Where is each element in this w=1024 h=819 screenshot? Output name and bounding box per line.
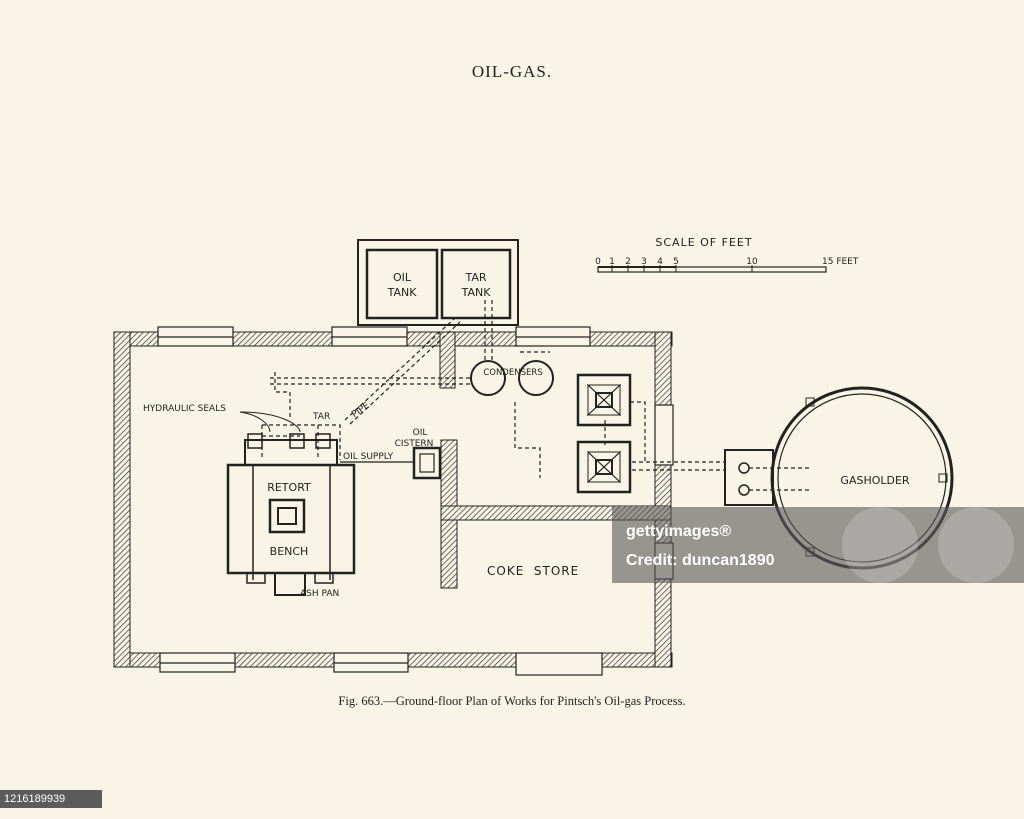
ash-pan-label: ASH PAN [300, 589, 339, 599]
oil-tank-label-2: TANK [387, 286, 418, 299]
oil-supply-label: OIL SUPPLY [343, 452, 394, 462]
watermark-brand: gettyimages® [626, 523, 732, 540]
watermark-credit: Credit: duncan1890 [626, 552, 775, 569]
bench-label: BENCH [270, 545, 309, 558]
retort-bench [226, 433, 356, 596]
gasholder-label: GASHOLDER [840, 474, 910, 487]
scale-tick-15: 15 FEET [822, 257, 859, 267]
scale-title: SCALE OF FEET [655, 236, 752, 249]
oil-cistern [340, 446, 442, 480]
purifiers [576, 373, 632, 494]
watermark-circle-right [938, 507, 1014, 583]
scale-tick-2: 2 [625, 257, 631, 267]
retort-label: RETORT [267, 481, 311, 494]
hydraulic-seals-label: HYDRAULIC SEALS [143, 404, 226, 414]
condensers [470, 360, 554, 396]
scale-tick-4: 4 [657, 257, 663, 267]
tar-tank-label-1: TAR [464, 271, 486, 284]
oil-cistern-label-1: OIL [413, 428, 428, 438]
scale-bar [597, 265, 827, 273]
page-title: OIL-GAS. [471, 62, 553, 81]
scale-tick-3: 3 [641, 257, 647, 267]
hydraulic-seals-leader [239, 411, 301, 433]
watermark-circle-left [842, 507, 918, 583]
wall-windows [157, 326, 674, 676]
coke-store-label: COKE STORE [487, 564, 579, 578]
scale-tick-0: 0 [595, 257, 601, 267]
pipe-label: PIPE [350, 401, 372, 420]
tar-tank-label-2: TANK [461, 286, 492, 299]
condensers-label: CONDENSERS [483, 368, 542, 378]
tar-label: TAR [312, 412, 330, 422]
scale-tick-10: 10 [746, 257, 758, 267]
oil-tank-label-1: OIL [393, 271, 412, 284]
tank-house [357, 239, 519, 326]
watermark-overlay: gettyimages® Credit: duncan1890 [612, 507, 1024, 583]
oil-cistern-label-2: CISTERN [395, 439, 434, 449]
scale-tick-1: 1 [609, 257, 615, 267]
figure-caption: Fig. 663.—Ground-floor Plan of Works for… [338, 694, 686, 708]
image-id-badge: 1216189939 [0, 790, 102, 808]
pipework [261, 300, 725, 478]
scale-tick-5: 5 [673, 257, 679, 267]
building-walls [113, 331, 673, 668]
